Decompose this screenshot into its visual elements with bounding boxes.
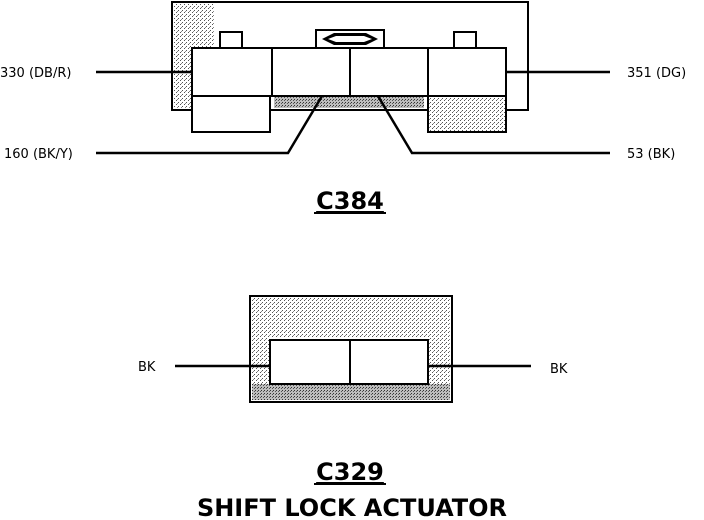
c384-wire-160	[96, 95, 324, 155]
c329-housing-shade-top	[252, 298, 450, 338]
c384-cavity-2	[271, 47, 351, 97]
c329-wire-label-right: BK	[550, 362, 568, 377]
c384-latch	[315, 29, 385, 49]
c329-housing-shade-bottom	[252, 384, 450, 400]
c329-housing-shade-left	[252, 338, 270, 384]
c384-tab-bottom-left	[191, 95, 271, 133]
c329-component-name: SHIFT LOCK ACTUATOR	[197, 494, 507, 520]
c384-peg-left	[219, 31, 243, 49]
c384-wire-label-53: 53 (BK)	[627, 147, 675, 162]
connector-c329: BK BK C329 SHIFT LOCK ACTUATOR	[138, 295, 568, 520]
c329-connector-id: C329	[316, 458, 384, 486]
c384-connector-id: C384	[316, 187, 384, 215]
c384-wire-53	[376, 95, 610, 155]
c329-cavity-2	[349, 339, 429, 385]
c384-cavity-1	[191, 47, 273, 97]
c384-peg-right	[453, 31, 477, 49]
c384-cavity-4	[427, 47, 507, 97]
c329-housing-shade-right	[428, 338, 450, 384]
c384-wire-label-330: 330 (DB/R)	[0, 66, 71, 81]
c329-wire-label-left: BK	[138, 360, 156, 375]
connector-c384: 330 (DB/R) 351 (DG) 160 (BK/Y) 53 (BK) C…	[0, 1, 686, 215]
c384-tab-bottom-right	[427, 95, 507, 133]
c384-cavity-3	[349, 47, 429, 97]
c329-cavity-1	[269, 339, 351, 385]
c384-wire-label-351: 351 (DG)	[627, 66, 686, 81]
c384-wire-label-160: 160 (BK/Y)	[4, 147, 73, 162]
